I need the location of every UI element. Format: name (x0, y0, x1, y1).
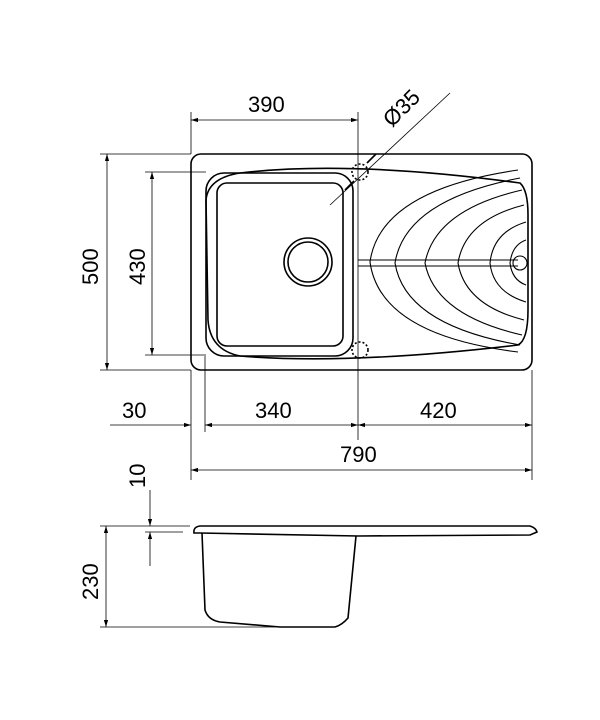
side-flange (193, 525, 538, 537)
bowl-rim (205, 167, 529, 360)
dimension-lines (100, 92, 533, 480)
top-view (190, 153, 533, 371)
drain-inner (287, 241, 329, 283)
dim-390: 390 (248, 92, 285, 117)
dim-500: 500 (78, 248, 103, 285)
sink-outline (190, 153, 533, 371)
bowl-inner (216, 182, 344, 347)
dim-790: 790 (340, 442, 377, 467)
side-view (100, 490, 538, 628)
bowl-outer (205, 172, 354, 357)
dim-430: 430 (125, 248, 150, 285)
tap-hole-bottom (351, 341, 369, 359)
dim-340: 340 (255, 398, 292, 423)
drain-outer (283, 237, 333, 287)
dim-30: 30 (122, 398, 146, 423)
dim-230: 230 (78, 563, 103, 600)
tap-hole-top (351, 163, 369, 181)
side-bowl (201, 532, 357, 628)
dim-tap-hole: Ø35 (378, 84, 425, 131)
drainboard-ribs (358, 169, 528, 353)
dim-10: 10 (125, 464, 150, 488)
dim-420: 420 (420, 398, 457, 423)
